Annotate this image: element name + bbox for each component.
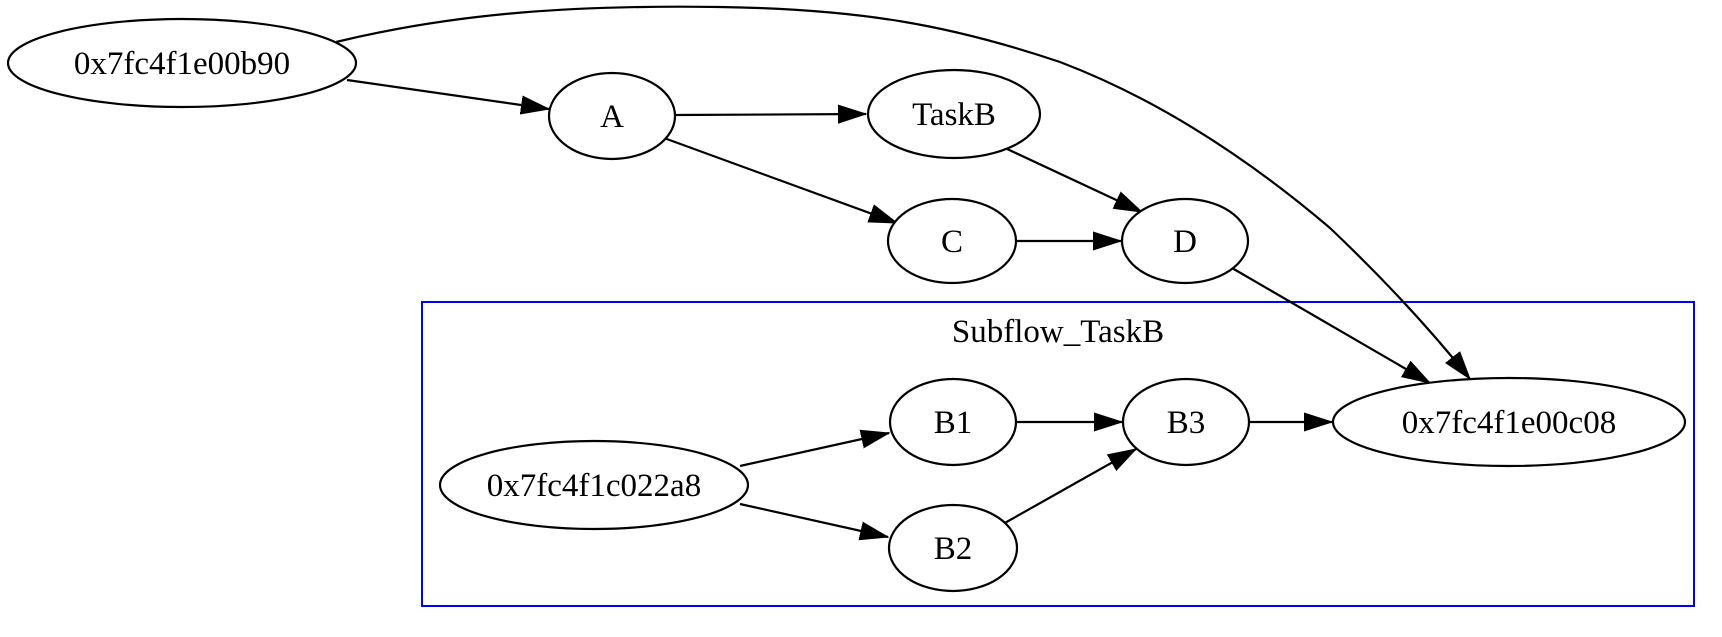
node-C: C xyxy=(886,197,1018,285)
node-ellipse-b90 xyxy=(6,17,358,109)
node-label-B1: B1 xyxy=(934,405,973,441)
node-label-B3: B3 xyxy=(1167,405,1206,441)
cluster-layer: Subflow_TaskB xyxy=(421,301,1695,607)
node-ellipse-c08 xyxy=(1331,376,1687,468)
edge-TaskB-to-D xyxy=(1004,147,1142,213)
edge-b90-to-c08 xyxy=(335,5,1470,379)
node-label-D: D xyxy=(1173,224,1197,260)
cluster-label: Subflow_TaskB xyxy=(952,314,1164,350)
node-label-TaskB: TaskB xyxy=(912,97,996,133)
node-D: D xyxy=(1120,197,1250,285)
node-ellipse-C xyxy=(886,197,1018,285)
cluster-subflow-box xyxy=(421,301,1695,607)
edge-A-to-TaskB xyxy=(674,114,866,115)
edge-A-to-C xyxy=(663,136,897,225)
edge-B2-to-B3 xyxy=(1002,448,1136,525)
edge-b90-to-A xyxy=(346,78,549,109)
node-label-c022a8: 0x7fc4f1c022a8 xyxy=(487,468,701,504)
node-B2: B2 xyxy=(887,503,1019,593)
node-label-B2: B2 xyxy=(934,531,973,567)
node-ellipse-TaskB xyxy=(866,68,1042,160)
node-B3: B3 xyxy=(1121,377,1251,467)
node-ellipse-B1 xyxy=(888,377,1018,467)
node-ellipse-c022a8 xyxy=(438,439,750,531)
node-ellipse-B3 xyxy=(1121,377,1251,467)
node-label-C: C xyxy=(941,224,963,260)
node-label-b90: 0x7fc4f1e00b90 xyxy=(74,46,290,82)
node-label-c08: 0x7fc4f1e00c08 xyxy=(1402,405,1616,441)
node-ellipse-B2 xyxy=(887,503,1019,593)
edge-layer xyxy=(335,5,1470,537)
node-B1: B1 xyxy=(888,377,1018,467)
node-ellipse-A xyxy=(547,71,677,161)
node-b90: 0x7fc4f1e00b90 xyxy=(6,17,358,109)
node-A: A xyxy=(547,71,677,161)
edge-c022a8-to-B2 xyxy=(739,502,888,537)
node-label-A: A xyxy=(600,99,624,135)
node-c022a8: 0x7fc4f1c022a8 xyxy=(438,439,750,531)
node-TaskB: TaskB xyxy=(866,68,1042,160)
node-ellipse-D xyxy=(1120,197,1250,285)
edge-D-to-c08 xyxy=(1231,267,1430,384)
edge-c022a8-to-B1 xyxy=(739,433,889,468)
node-c08: 0x7fc4f1e00c08 xyxy=(1331,376,1687,468)
